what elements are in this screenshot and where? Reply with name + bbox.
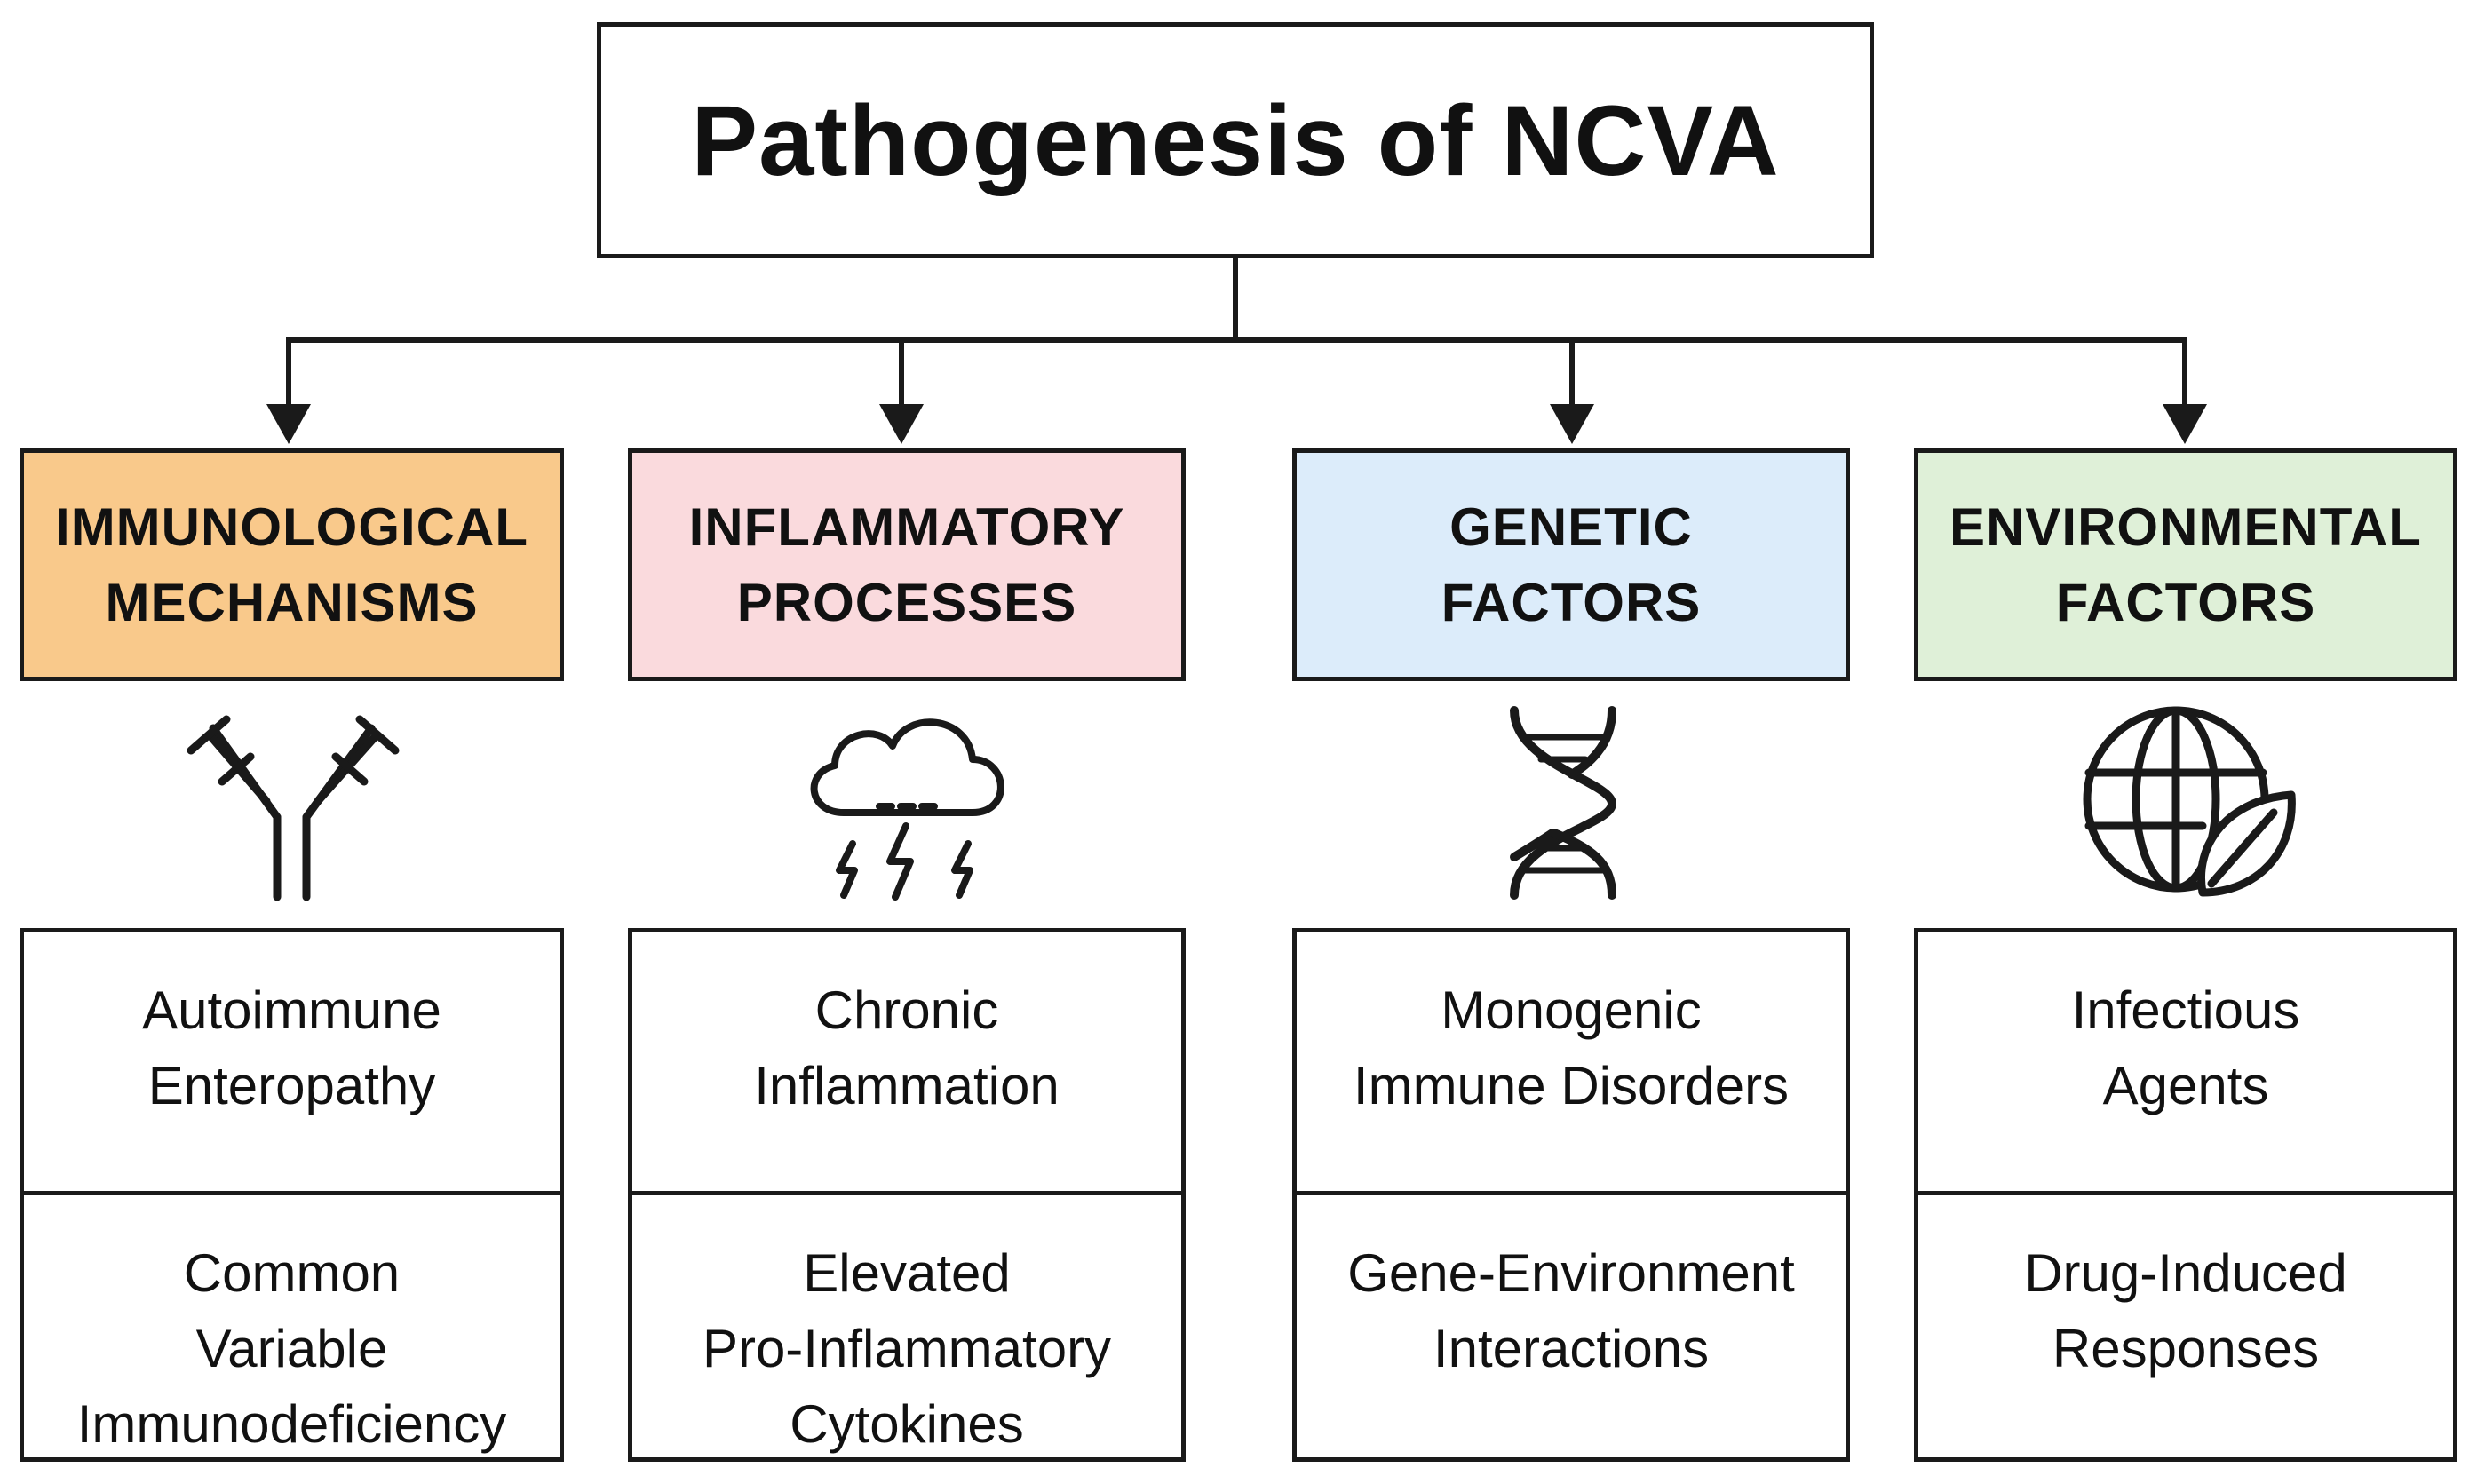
- item-monogenic-immune-disorders: Monogenic Immune Disorders: [1297, 932, 1846, 1195]
- item-infectious-agents: Infectious Agents: [1918, 932, 2453, 1195]
- category-genetic: GENETIC FACTORS: [1292, 448, 1850, 681]
- storm-cloud-icon: [790, 702, 1021, 901]
- category-immunological: IMMUNOLOGICAL MECHANISMS: [20, 448, 564, 681]
- item-elevated-cytokines: Elevated Pro-Inflammatory Cytokines: [702, 1242, 1112, 1454]
- arrowhead-1: [266, 404, 311, 444]
- arrowhead-3: [1550, 404, 1594, 444]
- category-label: INFLAMMATORY PROCESSES: [688, 497, 1125, 632]
- item-gene-environment-interactions: Gene-Environment Interactions: [1347, 1242, 1795, 1378]
- item-chronic-inflammation: Chronic Inflammation: [632, 932, 1181, 1195]
- items-box-environmental: Infectious Agents Drug-Induced Responses: [1914, 928, 2457, 1462]
- items-box-inflammatory: Chronic Inflammation Elevated Pro-Inflam…: [628, 928, 1186, 1462]
- category-label: IMMUNOLOGICAL MECHANISMS: [55, 497, 528, 632]
- diagram-title: Pathogenesis of NCVA: [691, 84, 1780, 196]
- title-box: Pathogenesis of NCVA: [597, 22, 1874, 258]
- category-environmental: ENVIRONMENTAL FACTORS: [1914, 448, 2457, 681]
- dna-icon: [1448, 702, 1679, 901]
- category-label: ENVIRONMENTAL FACTORS: [1949, 497, 2422, 632]
- items-box-genetic: Monogenic Immune Disorders Gene-Environm…: [1292, 928, 1850, 1462]
- items-box-immunological: Autoimmune Enteropathy Common Variable I…: [20, 928, 564, 1462]
- item-autoimmune-enteropathy: Autoimmune Enteropathy: [24, 932, 560, 1195]
- antibody-icon: [178, 702, 409, 901]
- category-label: GENETIC FACTORS: [1441, 497, 1702, 632]
- arrowhead-2: [879, 404, 924, 444]
- item-common-variable-immunodeficiency: Common Variable Immunodeficiency: [76, 1242, 507, 1454]
- category-inflammatory: INFLAMMATORY PROCESSES: [628, 448, 1186, 681]
- arrowhead-4: [2163, 404, 2207, 444]
- globe-leaf-icon: [2069, 702, 2300, 901]
- item-drug-induced-responses: Drug-Induced Responses: [2024, 1242, 2347, 1378]
